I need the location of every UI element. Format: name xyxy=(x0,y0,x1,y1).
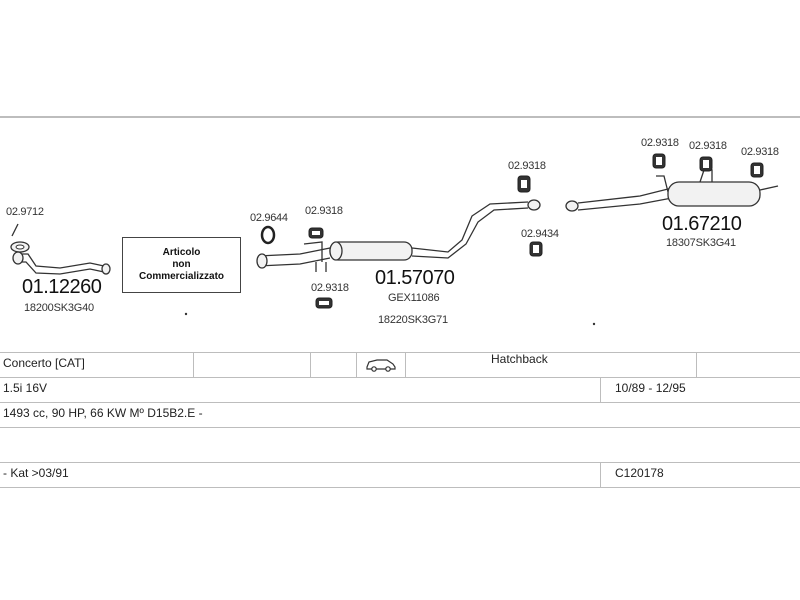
part-label-hanger: 02.9318 xyxy=(689,140,727,152)
diagram-code-cell: C120178 xyxy=(615,466,664,480)
oem-label-rear-silencer: 18307SK3G41 xyxy=(666,237,736,249)
not-sold-notice: Articolo non Commercializzato xyxy=(122,237,241,293)
part-label-hanger: 02.9318 xyxy=(741,146,779,158)
car-icon xyxy=(366,359,396,372)
part-label-hanger: 02.9318 xyxy=(305,205,343,217)
part-label-hanger: 02.9318 xyxy=(508,160,546,172)
notice-line: non xyxy=(172,259,191,270)
hanger-icon xyxy=(652,153,666,169)
part-label-hanger: 02.9318 xyxy=(641,137,679,149)
rear-silencer-icon xyxy=(565,169,779,212)
table-row xyxy=(0,428,800,463)
years-cell: 10/89 - 12/95 xyxy=(615,381,686,395)
oem-label-front-pipe: 18200SK3G40 xyxy=(24,302,94,314)
clamp-icon xyxy=(529,241,543,257)
notice-line: Commercializzato xyxy=(138,271,225,282)
table-row: 1.5i 16V 10/89 - 12/95 xyxy=(0,378,800,403)
front-pipe-icon xyxy=(12,251,111,275)
gasket-icon xyxy=(10,223,30,253)
model-cell: Concerto [CAT] xyxy=(3,356,85,370)
notice-line: Articolo xyxy=(162,247,201,258)
note-cell: - Kat >03/91 xyxy=(3,466,69,480)
table-row: Concerto [CAT] Hatchback xyxy=(0,352,800,378)
hanger-icon xyxy=(699,156,713,172)
center-silencer-icon xyxy=(256,199,541,272)
hanger-icon xyxy=(308,227,324,239)
part-label-front-pipe: 01.12260 xyxy=(22,276,102,298)
part-label-center-silencer: 01.57070 xyxy=(375,267,455,289)
hanger-icon xyxy=(517,175,531,193)
oem-label-center-silencer: GEX11086 xyxy=(388,292,440,304)
table-row: - Kat >03/91 C120178 xyxy=(0,463,800,488)
hanger-icon xyxy=(750,162,764,178)
part-label-ring: 02.9644 xyxy=(250,212,288,224)
body-type-cell: Hatchback xyxy=(491,352,548,366)
part-label-gasket: 02.9712 xyxy=(6,206,44,218)
body-type-icon-cell xyxy=(362,353,397,377)
table-row: 1493 cc, 90 HP, 66 KW Mº D15B2.E - xyxy=(0,403,800,428)
spec-cell: 1493 cc, 90 HP, 66 KW Mº D15B2.E - xyxy=(3,406,203,420)
part-label-rear-silencer: 01.67210 xyxy=(662,213,742,235)
part-label-clamp: 02.9434 xyxy=(521,228,559,240)
ring-gasket-icon xyxy=(260,225,276,245)
top-divider xyxy=(0,116,800,118)
part-label-hanger: 02.9318 xyxy=(311,282,349,294)
engine-cell: 1.5i 16V xyxy=(3,381,48,395)
hanger-icon xyxy=(315,297,333,309)
oem-label-center-silencer: 18220SK3G71 xyxy=(378,314,448,326)
